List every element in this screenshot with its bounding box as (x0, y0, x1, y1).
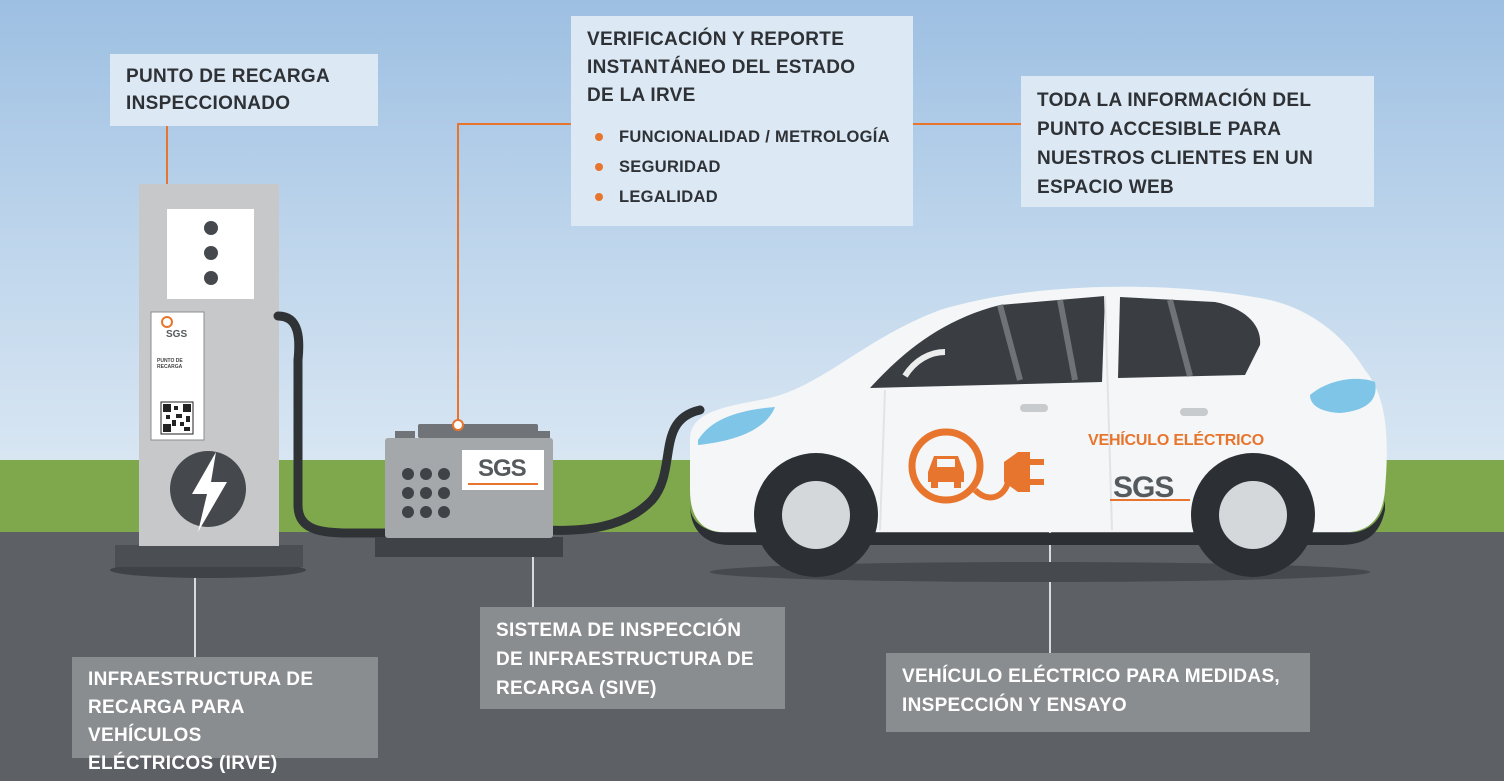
car-taillight (1310, 378, 1376, 413)
list-item: LEGALIDAD (587, 182, 897, 212)
cable-station-box (273, 311, 405, 538)
station-button (204, 246, 218, 260)
list-item: SEGURIDAD (587, 152, 897, 182)
cable-box-car (535, 405, 705, 535)
connector-sive-verif (457, 123, 571, 424)
lightning-icon (170, 451, 246, 532)
callout-text: SISTEMA DE INSPECCIÓN DE INFRAESTRUCTURA… (496, 620, 754, 699)
car-door-line (1104, 295, 1113, 531)
tag-text: PUNTO DE RECARGA (157, 358, 183, 370)
callout-text: INFRAESTRUCTURA DE RECARGA PARA VEHÍCULO… (88, 669, 314, 774)
callout-verificacion: VERIFICACIÓN Y REPORTE INSTANTÁNEO DEL E… (571, 16, 913, 226)
car-shadow (710, 562, 1370, 582)
box-handle (418, 424, 538, 438)
ev-plug-icon (908, 428, 1044, 504)
callout-vehiculo: VEHÍCULO ELÉCTRICO PARA MEDIDAS, INSPECC… (886, 653, 1310, 732)
box-keypad (402, 468, 450, 518)
verification-list: FUNCIONALIDAD / METROLOGÍA SEGURIDAD LEG… (587, 122, 897, 212)
tag-marker (161, 316, 173, 328)
box-base (375, 537, 563, 557)
callout-text: VEHÍCULO ELÉCTRICO PARA MEDIDAS, INSPECC… (902, 666, 1281, 716)
bullet-icon (595, 163, 603, 171)
window-reflection (997, 304, 1023, 381)
bullet-icon (595, 193, 603, 201)
car-window-rear (1118, 297, 1261, 378)
electric-car (690, 286, 1387, 582)
box-brand-logo: SGS (478, 455, 527, 482)
callout-informacion-web: TODA LA INFORMACIÓN DEL PUNTO ACCESIBLE … (1021, 76, 1374, 207)
station-button (204, 221, 218, 235)
car-brand-logo: SGS (1113, 471, 1174, 504)
callout-irve: INFRAESTRUCTURA DE RECARGA PARA VEHÍCULO… (72, 657, 378, 774)
station-base (115, 545, 303, 567)
callout-title: VERIFICACIÓN Y REPORTE INSTANTÁNEO DEL E… (587, 29, 856, 106)
station-button (204, 271, 218, 285)
car-side-label: VEHÍCULO ELÉCTRICO (1088, 432, 1264, 449)
bullet-icon (595, 133, 603, 141)
list-item: FUNCIONALIDAD / METROLOGÍA (587, 122, 897, 152)
callout-punto-recarga: PUNTO DE RECARGA INSPECCIONADO (110, 54, 378, 126)
car-window-front (870, 296, 1105, 388)
car-door-handle (1020, 404, 1048, 412)
inspection-box (375, 419, 563, 557)
car-headlight (698, 407, 775, 445)
qr-code-icon (160, 401, 194, 435)
tag-brand-logo: SGS (166, 329, 188, 340)
charging-station (110, 184, 306, 578)
charging-cables (273, 311, 705, 538)
callout-text: PUNTO DE RECARGA INSPECCIONADO (126, 66, 330, 114)
box-marker (452, 419, 464, 431)
callout-sive: SISTEMA DE INSPECCIÓN DE INFRAESTRUCTURA… (480, 607, 785, 709)
callout-text: TODA LA INFORMACIÓN DEL PUNTO ACCESIBLE … (1037, 90, 1314, 198)
